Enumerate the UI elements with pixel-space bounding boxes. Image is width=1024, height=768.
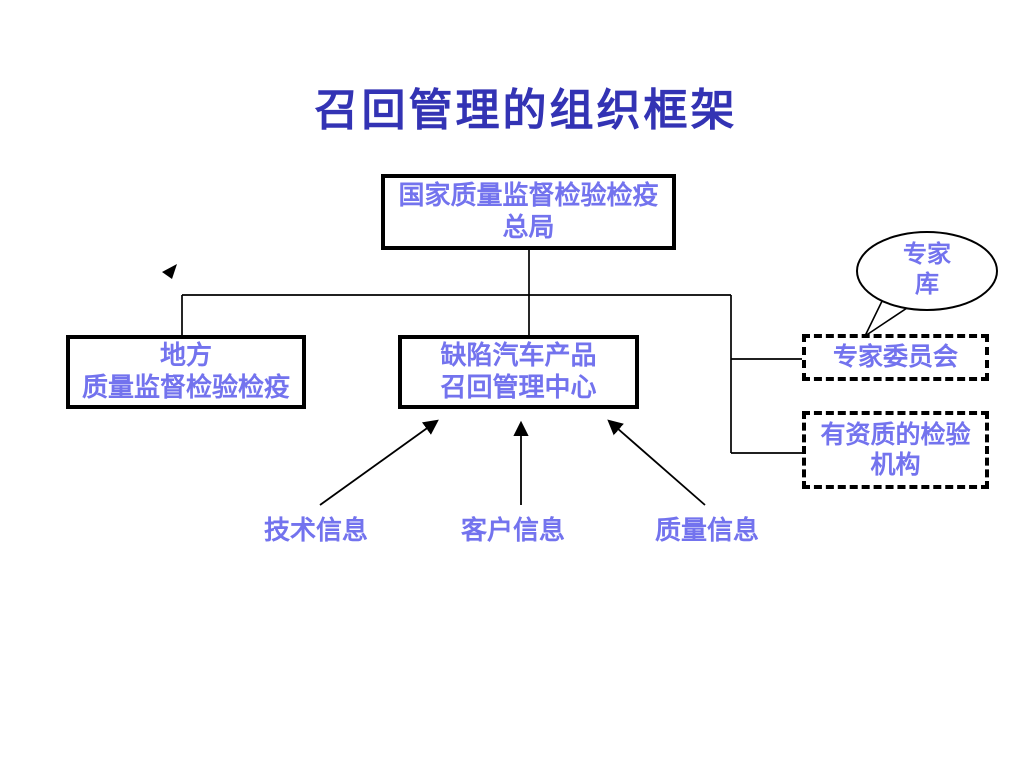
node-qualified-inspection: 有资质的检验 机构 — [802, 411, 989, 489]
speech-bubble-ellipse — [856, 231, 998, 311]
node-expert-committee: 专家委员会 — [802, 334, 989, 381]
node-label-line: 地方 — [159, 340, 212, 371]
node-label-line: 专家委员会 — [832, 343, 958, 372]
stray-arrowhead-icon — [162, 264, 177, 279]
label-quality-info: 质量信息 — [654, 515, 759, 545]
node-label-line: 召回管理中心 — [440, 372, 597, 402]
arrow-technical-info — [319, 419, 439, 506]
node-label-line: 有资质的检验 — [820, 420, 971, 449]
label-customer-info: 客户信息 — [460, 515, 565, 545]
node-expert-pool-bubble: 专家 库 — [862, 240, 992, 300]
label-technical-info: 技术信息 — [263, 515, 368, 545]
node-label-line: 缺陷汽车产品 — [440, 340, 597, 371]
node-label-line: 机构 — [870, 451, 921, 479]
node-label-line: 专家 — [903, 241, 951, 268]
node-label-line: 国家质量监督检验检疫 — [398, 180, 659, 211]
node-recall-management-center: 缺陷汽车产品 召回管理中心 — [398, 335, 639, 409]
node-local-quality-bureau: 地方 质量监督检验检疫 — [66, 335, 306, 409]
page-title: 召回管理的组织框架 — [314, 86, 738, 135]
arrow-quality-info — [607, 419, 706, 506]
node-label-line: 总局 — [502, 212, 555, 242]
node-label-line: 质量监督检验检疫 — [81, 372, 290, 402]
node-aqsiq-headquarters: 国家质量监督检验检疫 总局 — [381, 174, 676, 250]
node-label-line: 库 — [915, 271, 939, 298]
